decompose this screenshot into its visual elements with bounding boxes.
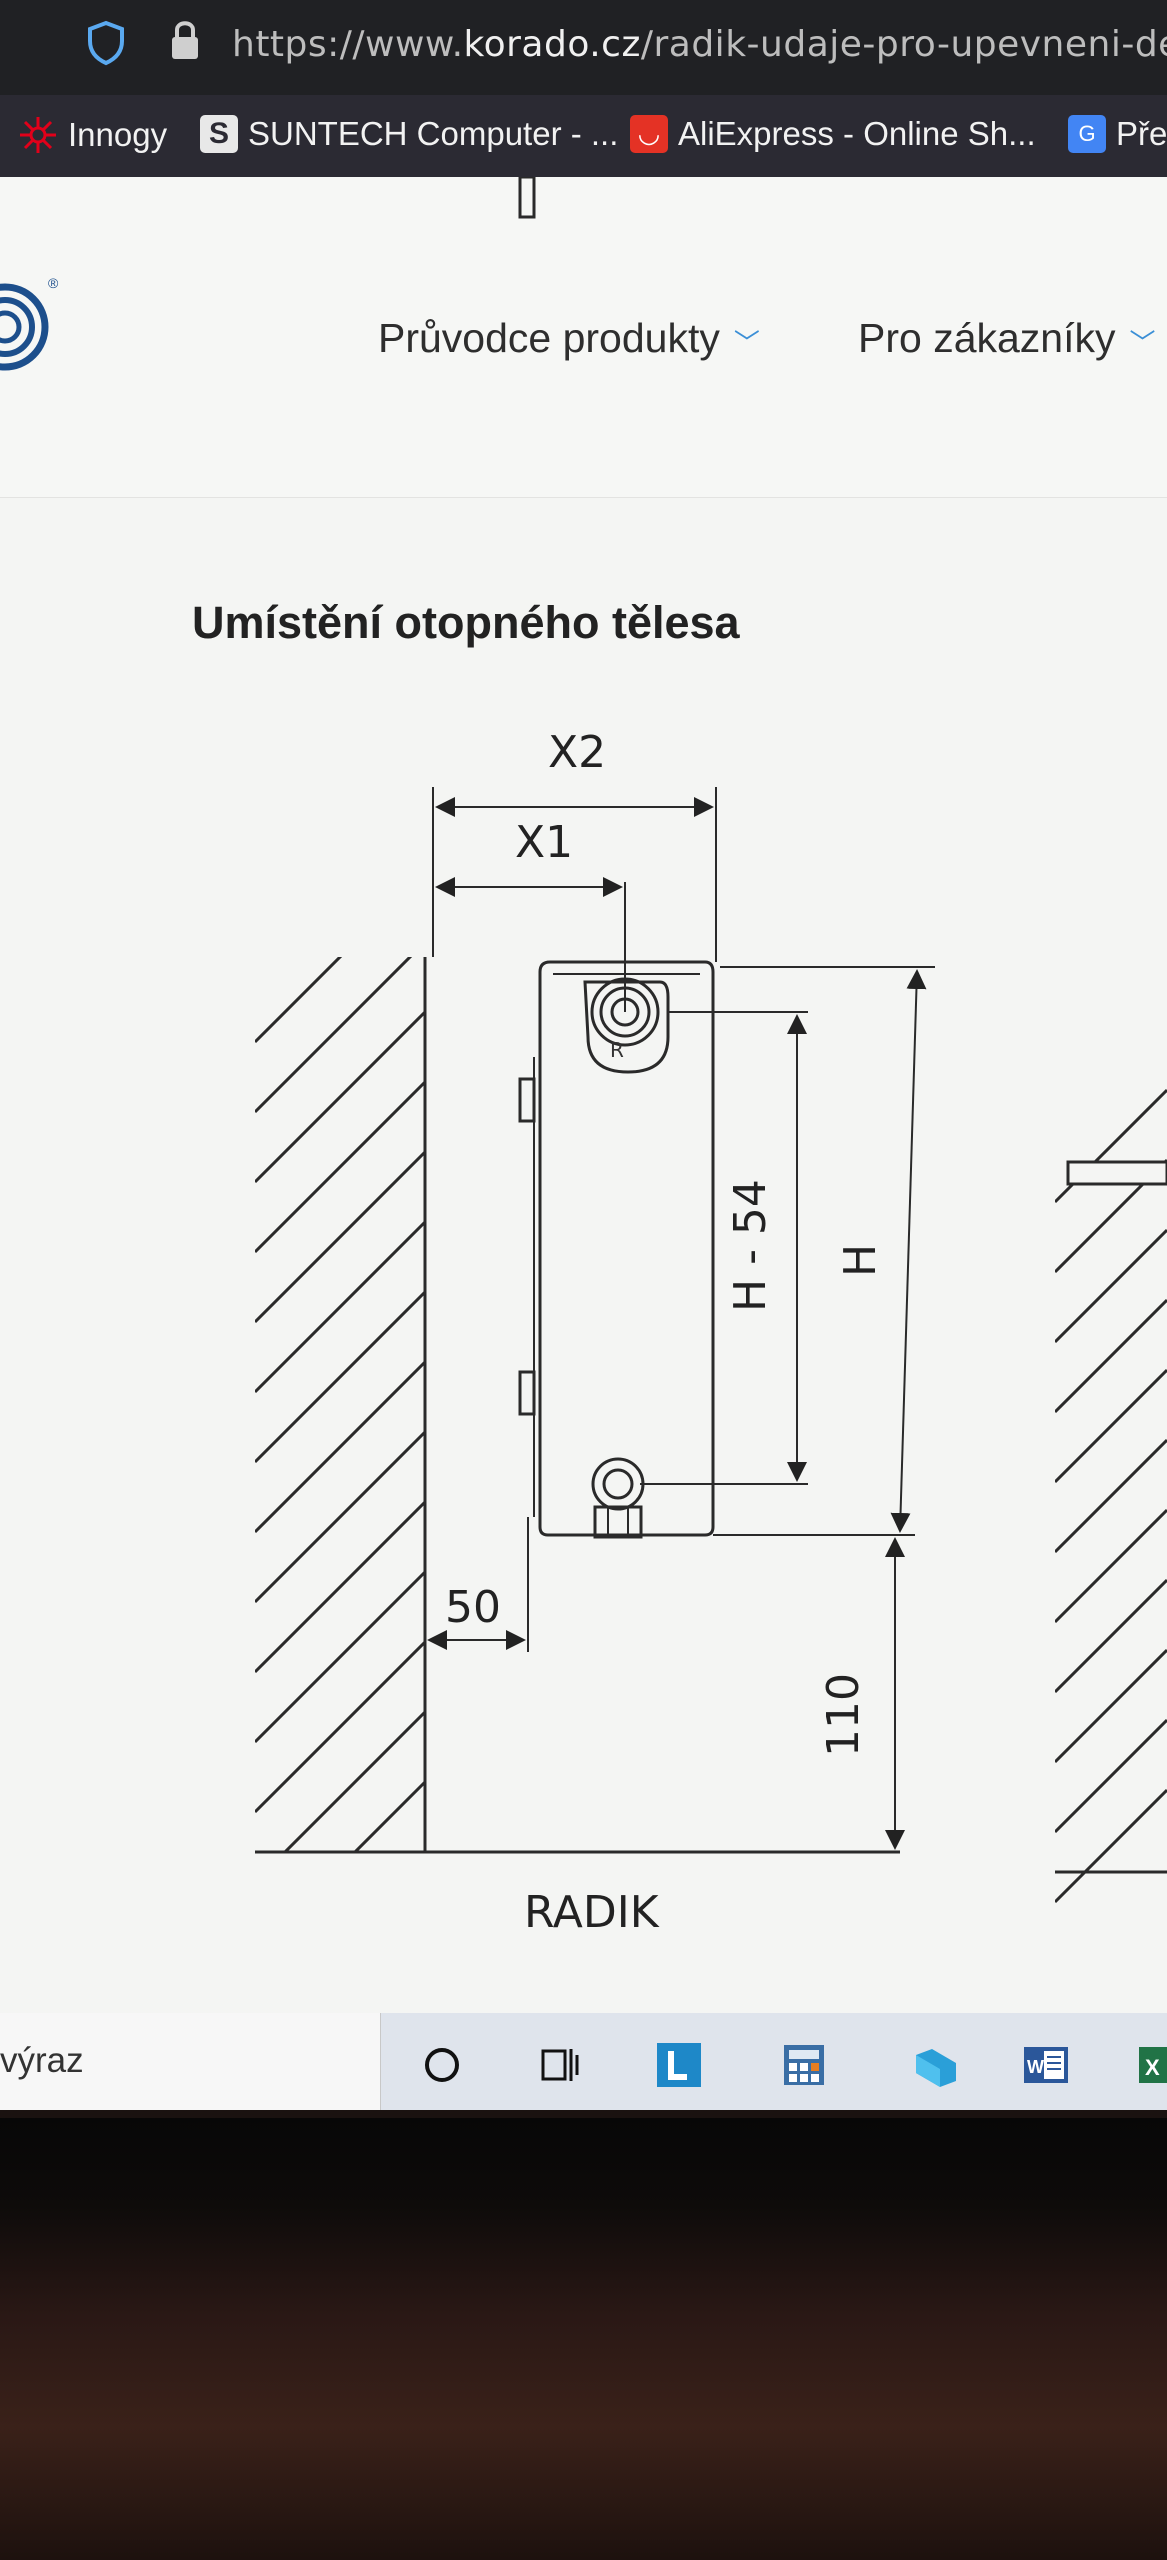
dim-h-label: H (835, 1244, 886, 1277)
section-title: Umístění otopného tělesa (192, 597, 740, 648)
svg-text:X: X (1145, 2055, 1160, 2080)
calculator-icon[interactable] (780, 2041, 828, 2089)
dim-x2-label: X2 (548, 727, 606, 778)
chevron-down-icon: ﹀ (733, 327, 760, 358)
cortana-icon[interactable] (418, 2041, 466, 2089)
app-l-icon[interactable] (655, 2041, 703, 2089)
radiator-placement-diagram: R (255, 177, 1167, 1938)
korado-logo[interactable]: ® (0, 272, 70, 382)
nav-label: Průvodce produkty (378, 315, 720, 361)
radiator-body: R (518, 177, 715, 1539)
nav-pro-zakazniky[interactable]: Pro zákazníky ﹀ (858, 315, 1156, 362)
aliexpress-icon: ◡ (630, 115, 668, 153)
svg-text:R: R (610, 1038, 624, 1062)
url-text[interactable]: https://www.korado.cz/radik-udaje-pro-up… (232, 24, 1167, 65)
bookmark-translate[interactable]: G Pře (1068, 115, 1167, 153)
dim-x1-label: X1 (515, 817, 573, 868)
bookmark-label: Innogy (68, 116, 168, 153)
nav-label: Pro zákazníky (858, 315, 1116, 361)
nav-produktovy-pruvodce[interactable]: Průvodce produkty ﹀ (378, 315, 760, 362)
bookmark-label: SUNTECH Computer - ... (248, 115, 619, 152)
taskbar-search-box[interactable]: výraz (0, 2013, 381, 2110)
taskbar: výraz W (0, 2013, 1167, 2110)
bookmark-label: AliExpress - Online Sh... (678, 115, 1036, 152)
dim-110-label: 110 (818, 1673, 869, 1757)
svg-text:W: W (1027, 2057, 1044, 2077)
translate-icon: G (1068, 115, 1106, 153)
chevron-down-icon: ﹀ (1129, 327, 1156, 358)
bookmark-suntech[interactable]: S SUNTECH Computer - ... (200, 115, 618, 153)
excel-icon[interactable]: X (1137, 2041, 1167, 2089)
dim-50-label: 50 (445, 1582, 501, 1633)
site-header: ® Průvodce produkty ﹀ Pro zákazníky ﹀ (0, 177, 1167, 498)
diagram-caption: RADIK (524, 1887, 660, 1938)
task-view-icon[interactable] (537, 2041, 585, 2089)
monitor-bezel (0, 2118, 1167, 2560)
search-placeholder: výraz (0, 2041, 84, 2080)
svg-text:®: ® (48, 275, 59, 291)
bookmarks-bar: Innogy S SUNTECH Computer - ... ◡ AliExp… (0, 95, 1167, 177)
bookmark-aliexpress[interactable]: ◡ AliExpress - Online Sh... (630, 115, 1036, 153)
bookmark-label: Pře (1116, 115, 1167, 152)
innogy-icon (20, 117, 56, 153)
lock-icon[interactable] (168, 18, 202, 62)
web-page: ® Průvodce produkty ﹀ Pro zákazníky ﹀ Umís… (0, 177, 1167, 2017)
address-bar[interactable]: https://www.korado.cz/radik-udaje-pro-up… (0, 0, 1167, 95)
monitor-screen: https://www.korado.cz/radik-udaje-pro-up… (0, 0, 1167, 2110)
dim-h54-label: H - 54 (725, 1179, 776, 1312)
url-path: /radik-udaje-pro-upevneni-deskov (640, 24, 1167, 65)
folder-icon[interactable] (912, 2041, 960, 2089)
word-icon[interactable]: W (1022, 2041, 1070, 2089)
url-prefix: https://www. (232, 24, 464, 65)
bookmark-innogy[interactable]: Innogy (18, 115, 167, 155)
shield-icon[interactable] (86, 20, 126, 66)
suntech-icon: S (200, 115, 238, 153)
url-domain: korado.cz (463, 24, 641, 65)
wall-hatching (255, 957, 425, 1852)
